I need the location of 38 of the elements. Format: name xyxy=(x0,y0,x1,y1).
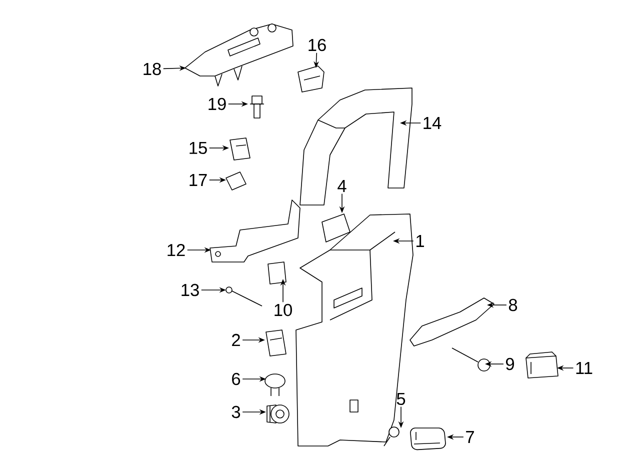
callout-number: 12 xyxy=(168,244,185,256)
callout-number: 18 xyxy=(144,62,161,76)
callout-number: 2 xyxy=(232,334,240,346)
handle-drawing xyxy=(410,298,494,346)
bolt-drawing xyxy=(250,96,264,118)
bracket-drawing xyxy=(210,200,300,262)
cover-drawing xyxy=(410,428,446,450)
callout-number: 5 xyxy=(396,392,406,406)
callout-number: 10 xyxy=(274,304,292,316)
callout-number: 7 xyxy=(466,431,474,443)
screw-drawing xyxy=(384,426,400,446)
trim-cover-drawing xyxy=(184,24,294,86)
callout-number: 19 xyxy=(208,98,226,110)
callout-number: 15 xyxy=(190,142,207,154)
clip-drawing xyxy=(298,66,324,92)
pin-drawing xyxy=(226,286,262,306)
callout-number: 9 xyxy=(506,358,514,370)
clip-drawing xyxy=(268,262,286,284)
bolt-drawing xyxy=(452,348,490,372)
callout-number: 3 xyxy=(232,406,240,418)
pillar-trim-drawing xyxy=(300,88,412,206)
callout-number: 6 xyxy=(232,372,240,386)
callout-number: 13 xyxy=(182,284,199,296)
clip-drawing xyxy=(266,330,286,356)
clip-drawing xyxy=(226,172,246,190)
callout-number: 14 xyxy=(424,117,442,129)
callout-number: 17 xyxy=(190,174,207,186)
plug-drawing xyxy=(266,404,290,424)
clip-drawing xyxy=(230,138,250,160)
trim-panel-drawing xyxy=(296,214,414,446)
callout-number: 1 xyxy=(416,235,424,247)
callout-number: 16 xyxy=(308,38,326,52)
clip-drawing xyxy=(322,214,350,242)
push-pin-drawing xyxy=(264,374,286,396)
callout-number: 11 xyxy=(576,362,592,374)
callout-number: 8 xyxy=(508,298,518,312)
cover-drawing xyxy=(526,352,558,378)
callout-number: 4 xyxy=(338,180,346,192)
